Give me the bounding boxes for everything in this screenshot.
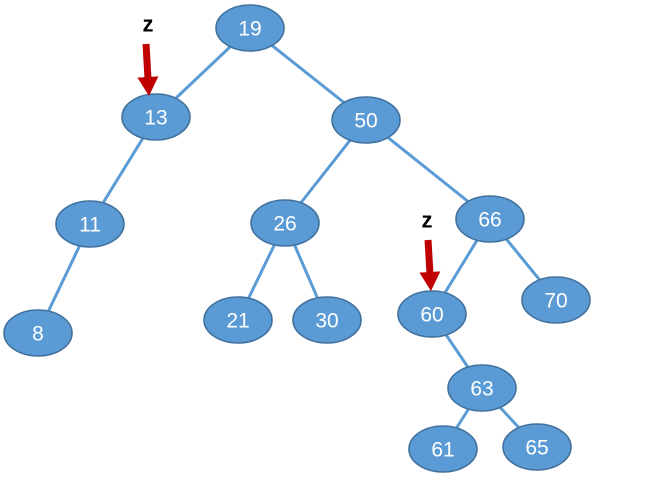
tree-node-21: 21 bbox=[203, 296, 273, 344]
tree-node-63: 63 bbox=[447, 364, 517, 412]
node-ellipse-65 bbox=[502, 423, 572, 471]
tree-node-30: 30 bbox=[292, 296, 362, 344]
node-value-50: 50 bbox=[354, 110, 377, 133]
node-ellipse-8 bbox=[3, 309, 73, 357]
node-value-8: 8 bbox=[32, 323, 44, 346]
node-ellipse-19 bbox=[215, 4, 285, 52]
tree-node-65: 65 bbox=[502, 423, 572, 471]
nodes-layer: 19 13 50 11 26 66 8 21 30 60 70 63 61 65 bbox=[3, 4, 591, 473]
tree-node-70: 70 bbox=[521, 276, 591, 324]
node-value-11: 11 bbox=[79, 214, 101, 237]
node-value-21: 21 bbox=[226, 310, 249, 333]
node-value-30: 30 bbox=[315, 310, 338, 333]
pointer-arrow-shaft-13 bbox=[142, 43, 152, 80]
node-ellipse-21 bbox=[203, 296, 273, 344]
pointer-label-60: z bbox=[422, 208, 433, 233]
node-ellipse-70 bbox=[521, 276, 591, 324]
pointer-arrow-head-60 bbox=[419, 271, 441, 291]
tree-node-26: 26 bbox=[250, 199, 320, 247]
node-value-19: 19 bbox=[238, 18, 261, 41]
pointer-arrow-head-13 bbox=[137, 76, 159, 96]
node-value-63: 63 bbox=[470, 378, 493, 401]
tree-node-60: 60 bbox=[397, 290, 467, 338]
tree-node-11: 11 bbox=[55, 200, 125, 248]
node-value-60: 60 bbox=[420, 304, 443, 327]
pointer-arrow-shaft-60 bbox=[424, 239, 434, 275]
node-value-13: 13 bbox=[144, 107, 167, 130]
tree-node-19: 19 bbox=[215, 4, 285, 52]
node-value-26: 26 bbox=[273, 213, 296, 236]
node-ellipse-30 bbox=[292, 296, 362, 344]
pointer-label-13: z bbox=[143, 12, 154, 37]
tree-node-66: 66 bbox=[455, 195, 525, 243]
pointers-layer: zz bbox=[137, 12, 441, 291]
node-ellipse-13 bbox=[121, 93, 191, 141]
node-value-66: 66 bbox=[478, 209, 501, 232]
tree-node-50: 50 bbox=[331, 96, 401, 144]
node-value-61: 61 bbox=[431, 439, 454, 462]
node-ellipse-50 bbox=[331, 96, 401, 144]
tree-node-8: 8 bbox=[3, 309, 73, 357]
pointer-z-60: z bbox=[419, 208, 441, 291]
node-ellipse-63 bbox=[447, 364, 517, 412]
node-value-70: 70 bbox=[544, 290, 567, 313]
node-ellipse-26 bbox=[250, 199, 320, 247]
tree-node-61: 61 bbox=[408, 425, 478, 473]
node-ellipse-60 bbox=[397, 290, 467, 338]
node-ellipse-66 bbox=[455, 195, 525, 243]
tree-node-13: 13 bbox=[121, 93, 191, 141]
node-ellipse-61 bbox=[408, 425, 478, 473]
node-ellipse-11 bbox=[55, 200, 125, 248]
pointer-z-13: z bbox=[137, 12, 159, 96]
node-value-65: 65 bbox=[525, 437, 548, 460]
